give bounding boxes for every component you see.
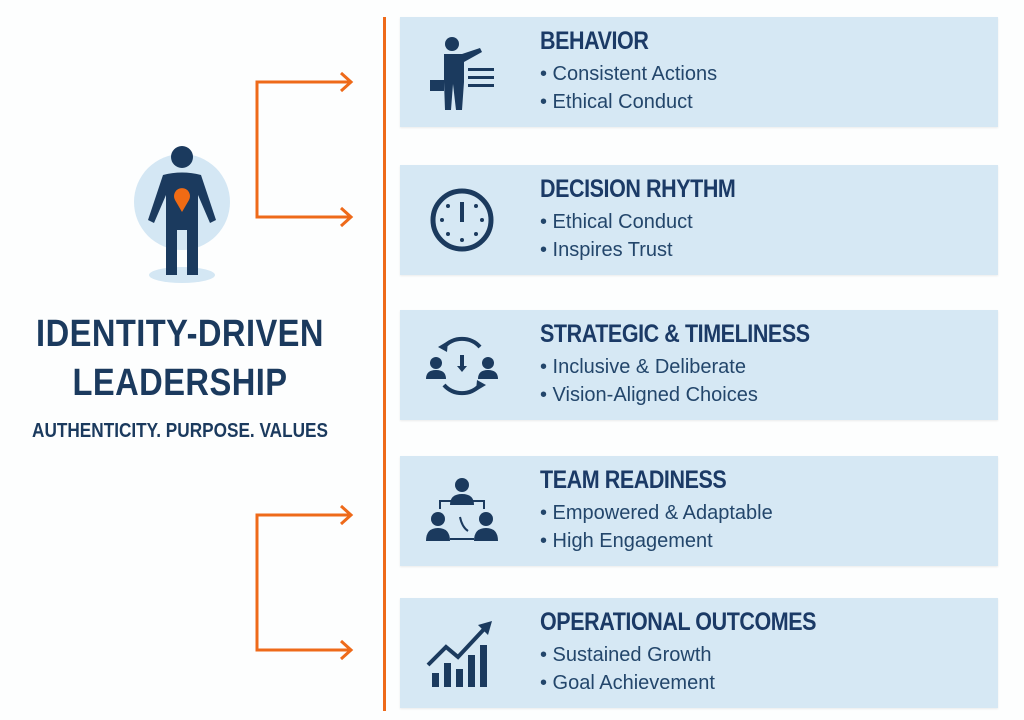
card-bullet: • Goal Achievement (540, 672, 715, 694)
team-network-icon (426, 478, 498, 541)
card-bullet: • Ethical Conduct (540, 211, 693, 233)
leader-figure-icon (134, 146, 230, 283)
subtitle: AUTHENTICITY. PURPOSE. VALUES (32, 420, 328, 442)
clock-icon (430, 188, 494, 252)
card-bullet: • Empowered & Adaptable (540, 502, 773, 524)
cycle-people-icon (426, 336, 498, 396)
card-behavior: BEHAVIOR • Consistent Actions • Ethical … (400, 17, 998, 127)
card-bullet: • Vision-Aligned Choices (540, 384, 758, 406)
title-line-1: IDENTITY-DRIVEN (36, 313, 324, 355)
card-bullet: • Inclusive & Deliberate (540, 356, 746, 378)
card-bullet: • Sustained Growth (540, 644, 712, 666)
card-bullet: • Consistent Actions (540, 63, 718, 85)
connector-arrows (255, 71, 354, 661)
card-title: TEAM READINESS (540, 466, 727, 494)
card-team-readiness: TEAM READINESS • Empowered & Adaptable •… (400, 456, 998, 566)
card-operational-outcomes: OPERATIONAL OUTCOMES • Sustained Growth … (400, 598, 998, 708)
card-title: BEHAVIOR (540, 27, 649, 55)
presenter-icon (430, 37, 494, 110)
card-title: OPERATIONAL OUTCOMES (540, 608, 817, 636)
card-bullet: • Ethical Conduct (540, 91, 693, 113)
card-decision-rhythm: DECISION RHYTHM • Ethical Conduct • Insp… (400, 165, 998, 275)
card-bullet: • High Engagement (540, 530, 713, 552)
card-title: DECISION RHYTHM (540, 175, 736, 203)
card-bullet: • Inspires Trust (540, 239, 673, 261)
card-strategic-timeliness: STRATEGIC & TIMELINESS • Inclusive & Del… (400, 310, 998, 420)
title-line-2: LEADERSHIP (72, 362, 288, 404)
card-title: STRATEGIC & TIMELINESS (540, 320, 810, 348)
growth-chart-icon (426, 621, 492, 687)
vertical-divider (383, 17, 386, 711)
